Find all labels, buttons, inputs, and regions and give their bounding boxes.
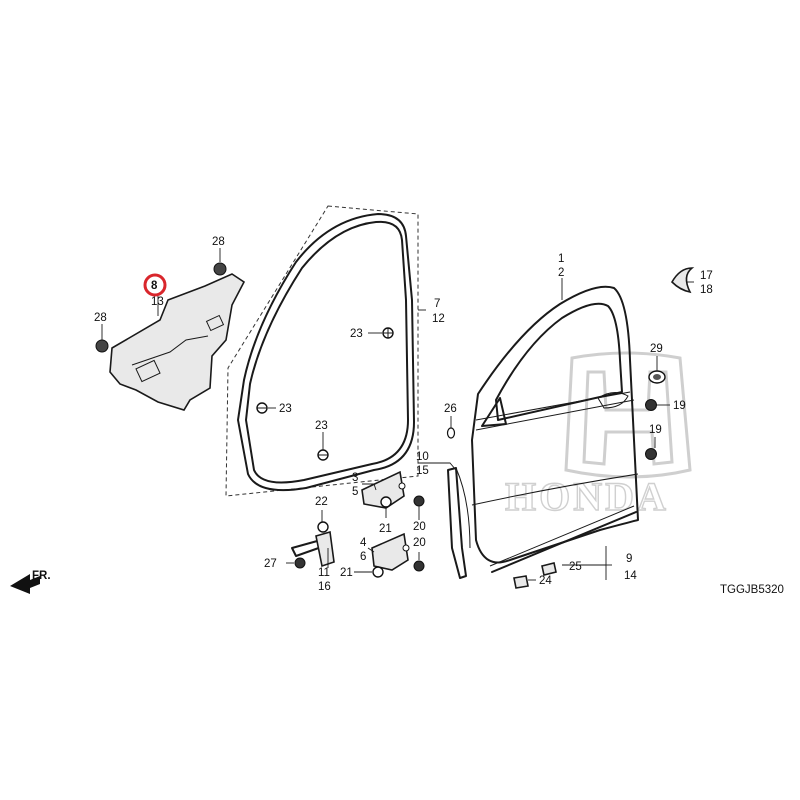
callout-24: 24 — [539, 575, 552, 587]
highlight-ring — [143, 273, 167, 297]
callout-29: 29 — [650, 343, 663, 355]
callout-9: 9 — [626, 553, 632, 565]
hinge-bolt-21-lower — [372, 566, 384, 578]
callout-19-upper: 19 — [673, 400, 686, 412]
callout-23-upper: 23 — [350, 328, 363, 340]
callout-14: 14 — [624, 570, 637, 582]
direction-label: FR. — [32, 570, 51, 582]
callout-7: 7 — [434, 298, 440, 310]
clip-28-left — [95, 339, 109, 353]
callout-26: 26 — [444, 403, 457, 415]
callout-23-left: 23 — [279, 403, 292, 415]
door-mirror-corner — [481, 397, 507, 427]
callout-22: 22 — [315, 496, 328, 508]
callout-5: 5 — [352, 486, 358, 498]
corner-trim-17-18 — [671, 267, 695, 294]
group-bracket — [225, 205, 419, 497]
callout-8: 8 — [151, 280, 158, 292]
honda-watermark: HONDA — [504, 351, 692, 520]
callout-4: 4 — [360, 537, 367, 549]
callout-labels: 8 13 28 28 7 12 23 23 23 1 2 17 18 29 19… — [32, 236, 784, 596]
door-checker — [291, 530, 335, 568]
callout-16: 16 — [318, 581, 331, 593]
nut-19-lower — [645, 448, 657, 460]
nut-19-upper — [645, 399, 657, 411]
honda-watermark-text: HONDA — [505, 474, 669, 519]
callout-17: 17 — [700, 270, 713, 282]
callout-19-lower: 19 — [649, 424, 662, 436]
door-shield-panel — [109, 273, 246, 411]
diagram-code: TGGJB5320 — [720, 584, 784, 596]
callout-12: 12 — [432, 313, 445, 325]
side-sill-molding — [489, 505, 637, 573]
clip-23-lower — [317, 449, 329, 461]
clip-23-left — [256, 402, 268, 414]
callout-28-upper: 28 — [212, 236, 225, 248]
upper-hinge — [361, 470, 406, 509]
weatherstrip-group — [225, 205, 419, 497]
callout-11: 11 — [318, 567, 330, 579]
grommet-29 — [648, 370, 666, 384]
callout-25: 25 — [569, 561, 582, 573]
callout-28-left: 28 — [94, 312, 107, 324]
bolt-27 — [294, 557, 306, 569]
callout-2: 2 — [558, 267, 564, 279]
callout-15: 15 — [416, 465, 429, 477]
door-sash-garnish — [447, 467, 471, 579]
lower-hinge — [371, 532, 410, 571]
door-weatherstrip — [237, 213, 415, 492]
clip-25 — [541, 562, 557, 576]
o-ring-26 — [446, 427, 456, 439]
clip-23-upper — [382, 327, 394, 339]
callout-6: 6 — [360, 551, 366, 563]
callout-18: 18 — [700, 284, 713, 296]
callout-3: 3 — [352, 472, 358, 484]
bolt-20-upper — [413, 495, 425, 507]
callout-20-lower: 20 — [413, 537, 426, 549]
bolt-22 — [317, 521, 329, 533]
callout-27: 27 — [264, 558, 277, 570]
callout-13: 13 — [151, 296, 164, 308]
callout-23-lower: 23 — [315, 420, 328, 432]
clip-28-upper — [213, 262, 227, 276]
callout-1: 1 — [558, 253, 564, 265]
direction-arrow — [10, 574, 40, 594]
hinge-bolt-21-upper — [380, 496, 392, 508]
honda-h-logo — [564, 351, 692, 479]
callout-10: 10 — [416, 451, 429, 463]
callout-20-upper: 20 — [413, 521, 426, 533]
bolt-20-lower — [413, 560, 425, 572]
callout-21-upper: 21 — [379, 523, 392, 535]
callout-21-lower: 21 — [340, 567, 353, 579]
leader-lines — [101, 248, 694, 581]
clip-24 — [513, 575, 529, 589]
